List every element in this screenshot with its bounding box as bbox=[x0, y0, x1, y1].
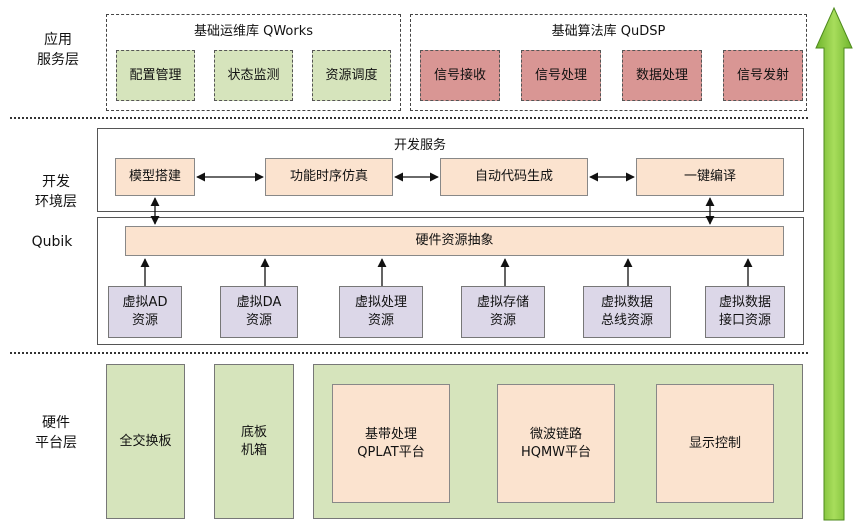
virtual-storage-resource: 虚拟存储 资源 bbox=[461, 286, 545, 338]
qudsp-group bbox=[410, 14, 807, 111]
virtual-interface-resource: 虚拟数据 接口资源 bbox=[705, 286, 785, 338]
qworks-item-schedule: 资源调度 bbox=[312, 50, 391, 101]
dev-services-title: 开发服务 bbox=[393, 138, 446, 153]
qudsp-title: 基础算法库 QuDSP bbox=[551, 24, 666, 39]
qudsp-item-receive: 信号接收 bbox=[420, 50, 500, 101]
qworks-item-monitor: 状态监测 bbox=[214, 50, 293, 101]
hw-layer-label: 硬件 平台层 bbox=[35, 415, 77, 451]
virtual-ad-resource: 虚拟AD 资源 bbox=[108, 286, 182, 338]
backplane-chassis: 底板 机箱 bbox=[214, 364, 294, 519]
qworks-group bbox=[106, 14, 401, 111]
virtual-processing-resource: 虚拟处理 资源 bbox=[339, 286, 423, 338]
dev-item-modeling: 模型搭建 bbox=[115, 158, 195, 196]
dev-item-codegen: 自动代码生成 bbox=[440, 158, 588, 196]
dev-item-simulation: 功能时序仿真 bbox=[265, 158, 393, 196]
microwave-platform: 微波链路 HQMW平台 bbox=[497, 384, 615, 503]
qudsp-item-transmit: 信号发射 bbox=[723, 50, 803, 101]
qworks-item-config: 配置管理 bbox=[116, 50, 195, 101]
dev-layer-label: 开发 环境层 bbox=[35, 174, 77, 210]
hw-abstraction-bar: 硬件资源抽象 bbox=[125, 226, 784, 256]
layer-separator-top bbox=[10, 117, 808, 119]
stack-direction-arrow bbox=[815, 6, 853, 521]
dev-item-compile: 一键编译 bbox=[636, 158, 784, 196]
crossbar-board: 全交换板 bbox=[106, 364, 185, 519]
virtual-da-resource: 虚拟DA 资源 bbox=[220, 286, 298, 338]
qubik-label: Qubik bbox=[31, 234, 73, 250]
virtual-bus-resource: 虚拟数据 总线资源 bbox=[583, 286, 671, 338]
layer-separator-bottom bbox=[10, 352, 808, 354]
qworks-title: 基础运维库 QWorks bbox=[193, 24, 314, 39]
app-layer-label: 应用 服务层 bbox=[37, 32, 79, 68]
baseband-platform: 基带处理 QPLAT平台 bbox=[332, 384, 450, 503]
qudsp-item-process: 信号处理 bbox=[521, 50, 601, 101]
qudsp-item-data: 数据处理 bbox=[622, 50, 702, 101]
display-control: 显示控制 bbox=[656, 384, 774, 503]
